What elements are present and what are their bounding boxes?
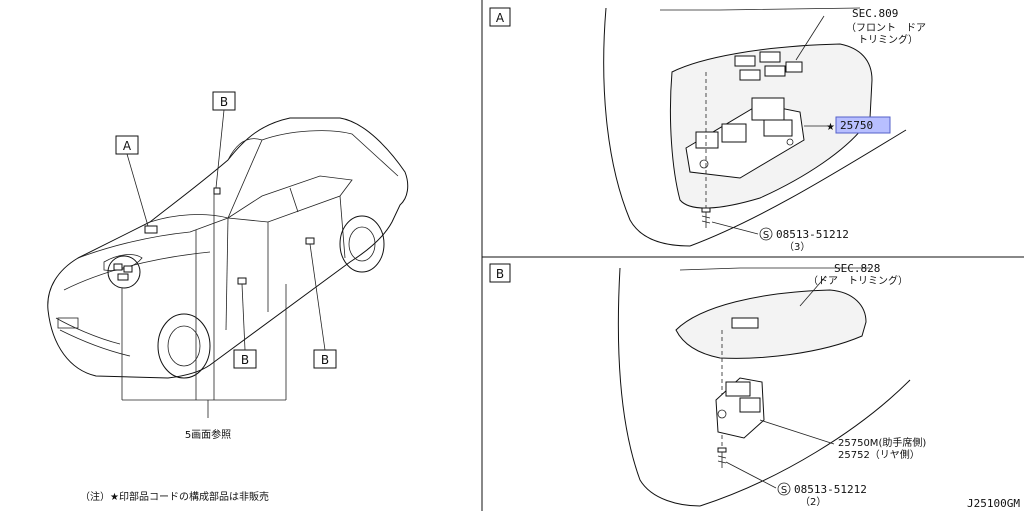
rear-door-trim [617,267,911,507]
reference-text: 5画面参照 [185,428,231,441]
power-window-switch-main [685,97,805,179]
callout-a: A [115,135,149,227]
drawing-id: J25100GM [967,497,1020,510]
svg-text:S: S [763,230,769,241]
detail-a-part-number: 25750 [840,119,873,132]
detail-b-screw-qty: （2） [800,496,826,508]
svg-text:S: S [781,485,787,496]
power-window-switch-passenger [715,377,765,439]
footnote: （注）★印部品コードの構成部品は非販売 [80,490,269,503]
reference-bracket [121,194,287,418]
svg-text:A: A [496,11,505,25]
callout-b-mid: B [233,283,257,369]
callout-b-right: B [309,243,337,369]
detail-a-star: ★ [826,122,835,133]
screw-a [701,207,711,228]
svg-text:B: B [496,267,504,281]
car-illustration [47,117,409,379]
detail-a-sec-ref: SEC.809 [852,7,898,20]
detail-a-screw-code: 08513-51212 [776,228,849,241]
detail-b-screw-code: 08513-51212 [794,483,867,496]
detail-a-tag: A [489,7,511,27]
callout-b-top: B [212,91,236,189]
detail-b-sec-desc: （ドア トリミング） [808,274,908,287]
svg-text:B: B [241,353,249,367]
svg-text:B: B [321,353,329,367]
detail-a-sec-desc-2: トリミング） [858,33,918,46]
detail-a-screw-qty: （3） [784,241,810,253]
rear-wheel [339,215,385,273]
detail-b-tag: B [489,263,511,283]
screw-symbol-a [759,227,773,241]
front-switch-detail-circle [107,255,141,289]
part-number-highlight [835,116,891,134]
detail-b-sec-ref: SEC.828 [834,262,880,275]
svg-text:A: A [123,139,132,153]
detail-b-part-line-1: 25750M(助手席側) [838,436,926,449]
detail-b-part-line-2: 25752（リヤ側） [838,448,920,461]
screw-symbol-b [777,482,791,496]
detail-a-sec-desc-1: （フロント ドア [846,22,926,34]
screw-b [717,447,727,468]
front-wheel [157,313,211,379]
svg-text:B: B [220,95,228,109]
